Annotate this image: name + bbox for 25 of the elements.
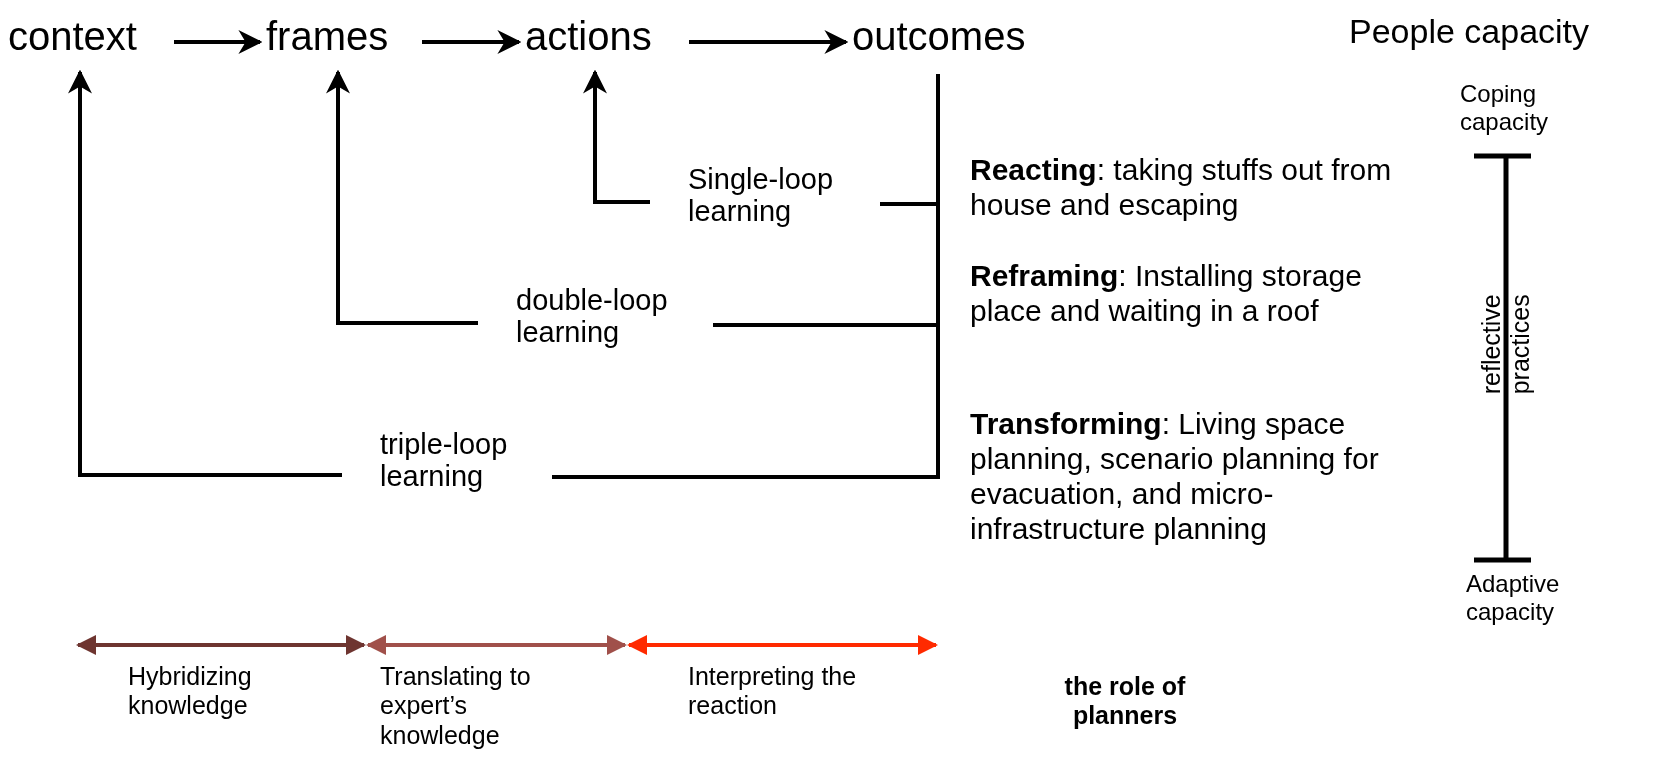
text-label: Reacting: taking stuffs out from house and escaping [970,152,1393,223]
node-label: frames [266,14,416,62]
text-label: Hybridizing knowledge [128,662,253,721]
node-label: context [8,14,168,62]
arrow [583,69,650,204]
arrow [68,69,342,477]
text-label: Adaptive capacity [1466,570,1561,627]
text-label: Transforming: Living space planning, scenario planning for evacuation, and micro-infrastructure planning [970,406,1380,547]
text-label: People capacity [1349,12,1591,52]
rotated-label: reflective practices [1476,293,1535,397]
text-label: the role of planners [1063,672,1187,731]
arrow [422,30,522,54]
node-label: actions [525,14,683,62]
connector-line [552,74,940,479]
node-label: Single-loop learning [688,163,878,245]
arrow [326,69,478,325]
node-label: double-loop learning [516,284,711,366]
text-label: Translating to expert’s knowledge [380,662,532,750]
arrow [174,30,263,54]
text-label: Interpreting the reaction [688,662,858,721]
arrow [689,30,849,54]
text-label: Reframing: Installing storage place and waiting in a roof [970,258,1363,329]
text-label: Coping capacity [1460,80,1550,137]
node-label: outcomes [852,14,1064,62]
node-label: triple-loop learning [380,428,550,510]
